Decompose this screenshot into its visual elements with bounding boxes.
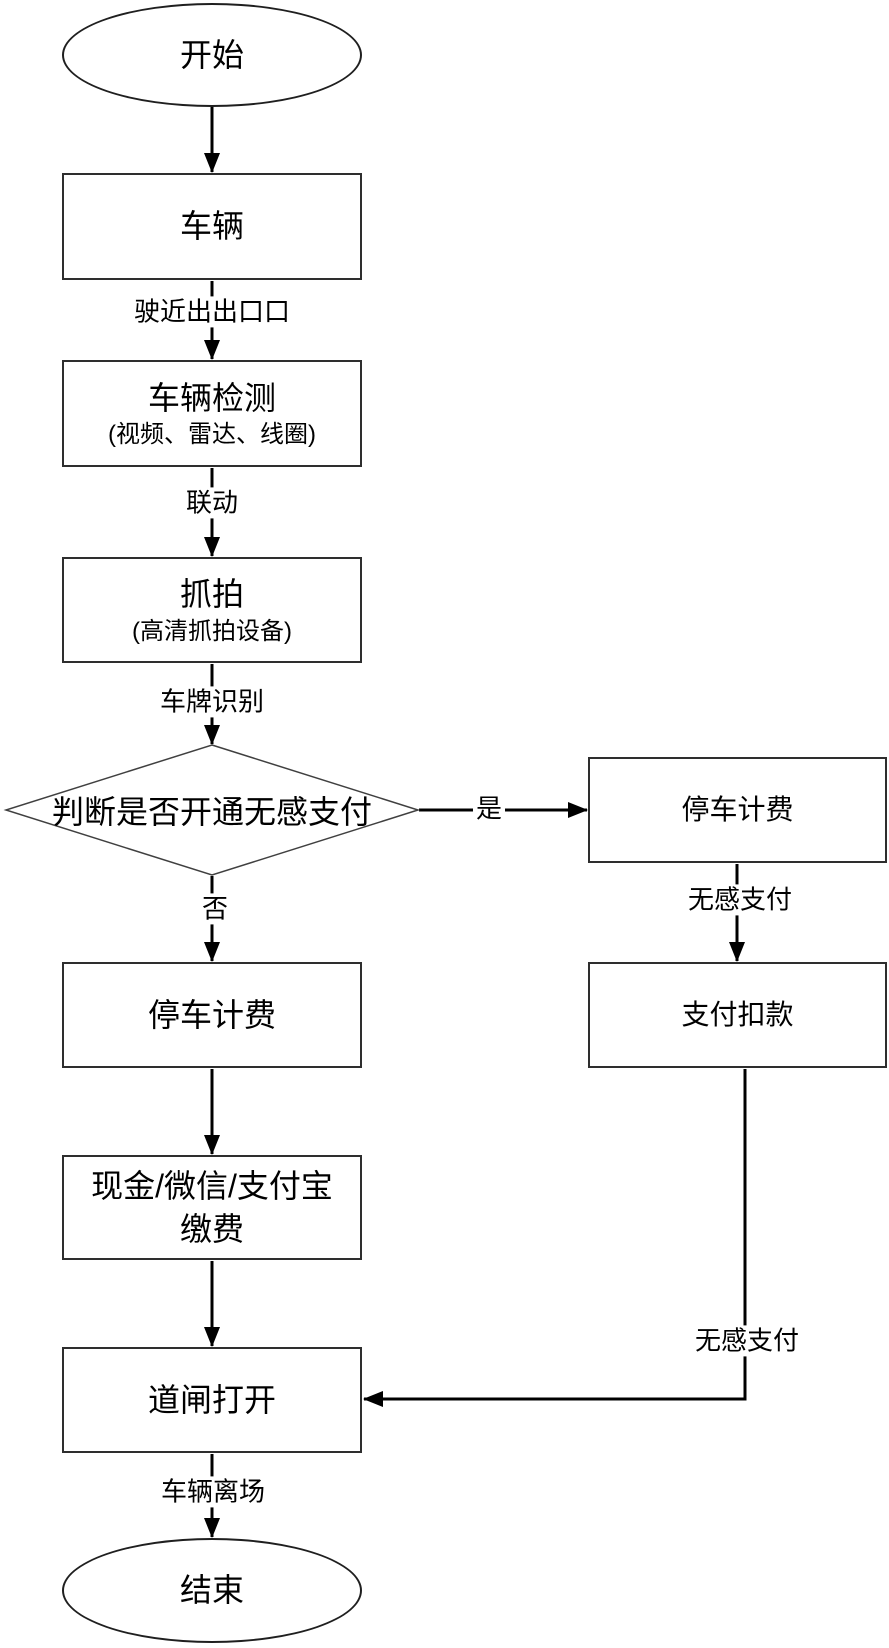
end-node: 结束: [62, 1538, 362, 1643]
decision-node-label: 判断是否开通无感支付: [51, 794, 372, 830]
payment-deduction-node: 支付扣款: [588, 962, 887, 1068]
barrier-open-label: 道闸打开: [147, 1381, 276, 1418]
capture-node-label: 抓拍: [179, 576, 244, 613]
payment-deduction-label: 支付扣款: [681, 998, 794, 1030]
vehicle-node: 车辆: [62, 173, 362, 280]
decision-diamond-shape: [3, 744, 421, 876]
vehicle-detection-label: 车辆检测: [147, 379, 276, 416]
capture-node-sublabel: (高清抓拍设备): [132, 617, 292, 645]
start-node-label: 开始: [179, 36, 244, 73]
edge-label-approach-exit: 驶近出出口口: [130, 296, 294, 328]
capture-node: 抓拍 (高清抓拍设备): [62, 557, 362, 663]
vehicle-detection-sublabel: (视频、雷达、线圈): [108, 421, 316, 449]
edge-label-plate-recognition: 车牌识别: [156, 686, 268, 718]
parking-billing-left-label: 停车计费: [147, 996, 276, 1033]
edge-deduction-to-barrier: [363, 1069, 747, 1407]
edge-label-vehicle-departure: 车辆离场: [157, 1476, 269, 1508]
edge-label-yes: 是: [472, 793, 506, 825]
barrier-open-node: 道闸打开: [62, 1347, 362, 1453]
start-node: 开始: [62, 3, 362, 107]
edge-label-no: 否: [198, 893, 232, 925]
edge-label-linkage: 联动: [182, 487, 242, 519]
vehicle-node-label: 车辆: [179, 208, 244, 245]
manual-payment-label-line1: 现金/微信/支付宝: [91, 1168, 333, 1205]
edge-label-contactless-pay-right: 无感支付: [684, 884, 796, 916]
vehicle-detection-node: 车辆检测 (视频、雷达、线圈): [62, 360, 362, 467]
manual-payment-node: 现金/微信/支付宝 缴费: [62, 1155, 362, 1260]
parking-billing-right-label: 停车计费: [681, 793, 794, 825]
edge-label-contactless-pay-elbow: 无感支付: [691, 1325, 803, 1357]
parking-billing-left-node: 停车计费: [62, 962, 362, 1068]
end-node-label: 结束: [179, 1572, 244, 1609]
parking-billing-right-node: 停车计费: [588, 757, 887, 863]
manual-payment-label-line2: 缴费: [179, 1210, 244, 1247]
